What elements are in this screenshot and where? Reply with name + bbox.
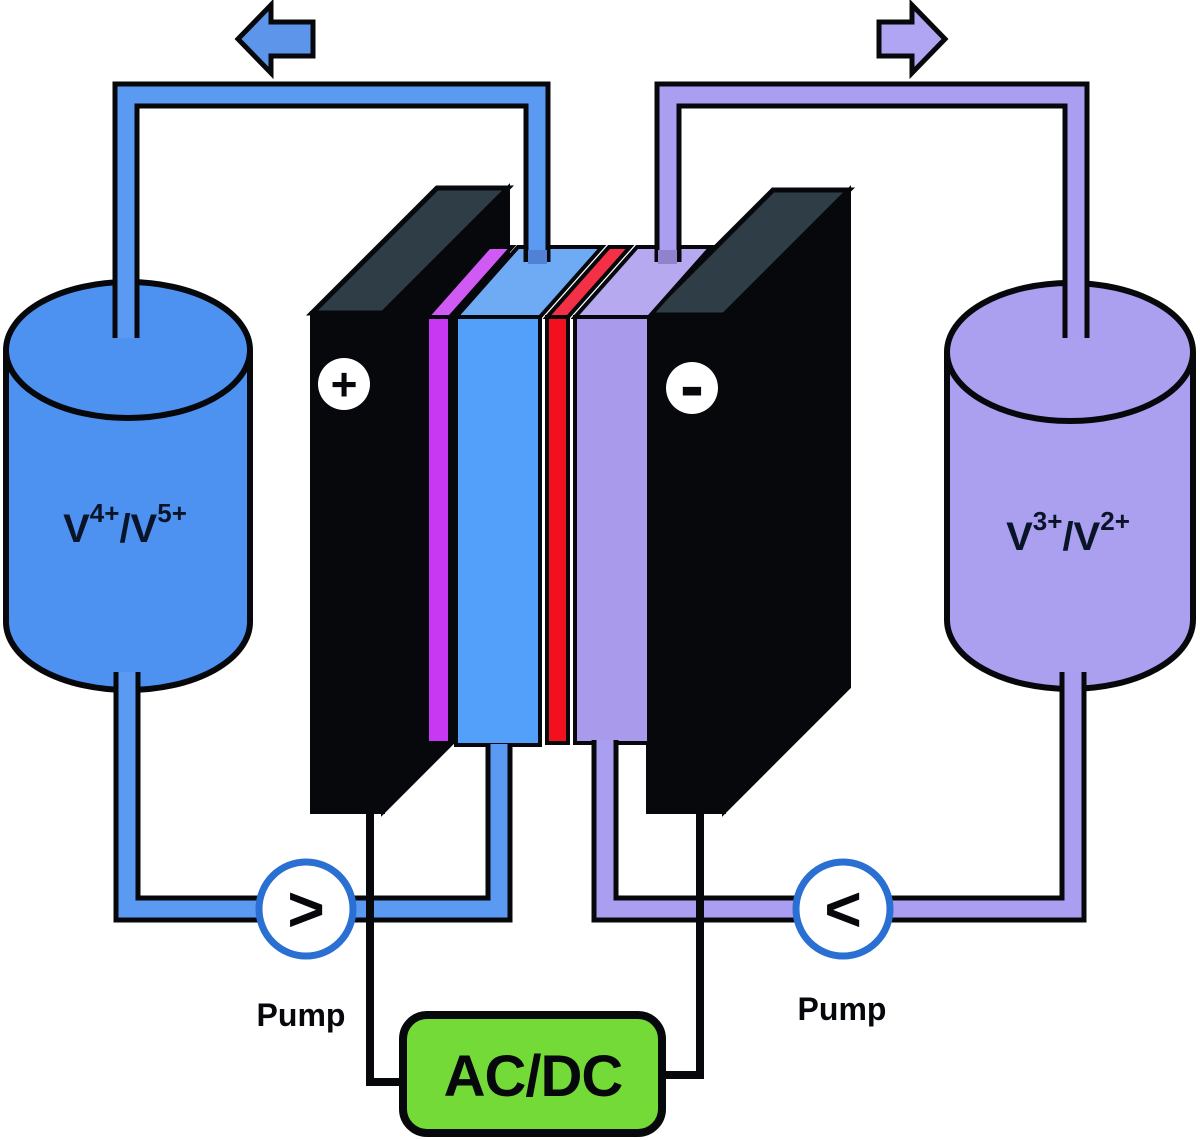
positive-terminal-badge xyxy=(318,358,370,410)
power-supply-label: AC/DC xyxy=(444,1044,623,1109)
flow-arrow-left-icon xyxy=(234,0,316,80)
anolyte-pipe-cap xyxy=(658,250,677,264)
negative-terminal-badge xyxy=(666,362,718,414)
negative-terminal-sign: - xyxy=(680,346,704,426)
anolyte-pipe-top xyxy=(659,86,1085,338)
pump-left-body xyxy=(255,858,357,960)
flow-arrows xyxy=(234,0,949,80)
catholyte-tank xyxy=(2,279,253,693)
anolyte-tank-label: V3+/V2+ xyxy=(1006,506,1130,559)
positive-electrode-front xyxy=(454,315,542,747)
pump-left: > Pump xyxy=(255,858,357,1033)
negative-electrode-top xyxy=(570,245,716,319)
positive-wire xyxy=(366,806,401,1086)
flow-arrow-right-icon xyxy=(876,0,949,80)
catholyte-tank-label: V4+/V5+ xyxy=(63,498,187,551)
power-supply: AC/DC xyxy=(399,1011,666,1137)
membrane-top xyxy=(542,245,635,319)
pump-left-direction-icon: > xyxy=(287,873,324,945)
negative-electrode-front xyxy=(573,315,651,745)
power-wires xyxy=(366,806,704,1086)
catholyte-pipe-top xyxy=(117,86,546,338)
pump-right: < Pump xyxy=(792,858,894,1027)
flow-frame-top xyxy=(422,245,517,319)
positive-terminal-sign: + xyxy=(331,358,358,410)
pump-right-label: Pump xyxy=(798,991,887,1027)
negative-wire xyxy=(664,810,704,1079)
flow-frame-front xyxy=(425,315,452,745)
membrane-front xyxy=(545,315,570,745)
pump-right-body xyxy=(792,858,894,960)
pump-left-label: Pump xyxy=(257,997,346,1033)
catholyte-pipe-cap xyxy=(528,250,547,264)
positive-electrode-top xyxy=(451,245,607,319)
cell-stack: + - xyxy=(305,183,856,817)
anolyte-tank xyxy=(944,280,1196,692)
anolyte-piping xyxy=(591,81,1090,923)
power-supply-box xyxy=(399,1011,666,1137)
pump-right-direction-icon: < xyxy=(824,873,861,945)
